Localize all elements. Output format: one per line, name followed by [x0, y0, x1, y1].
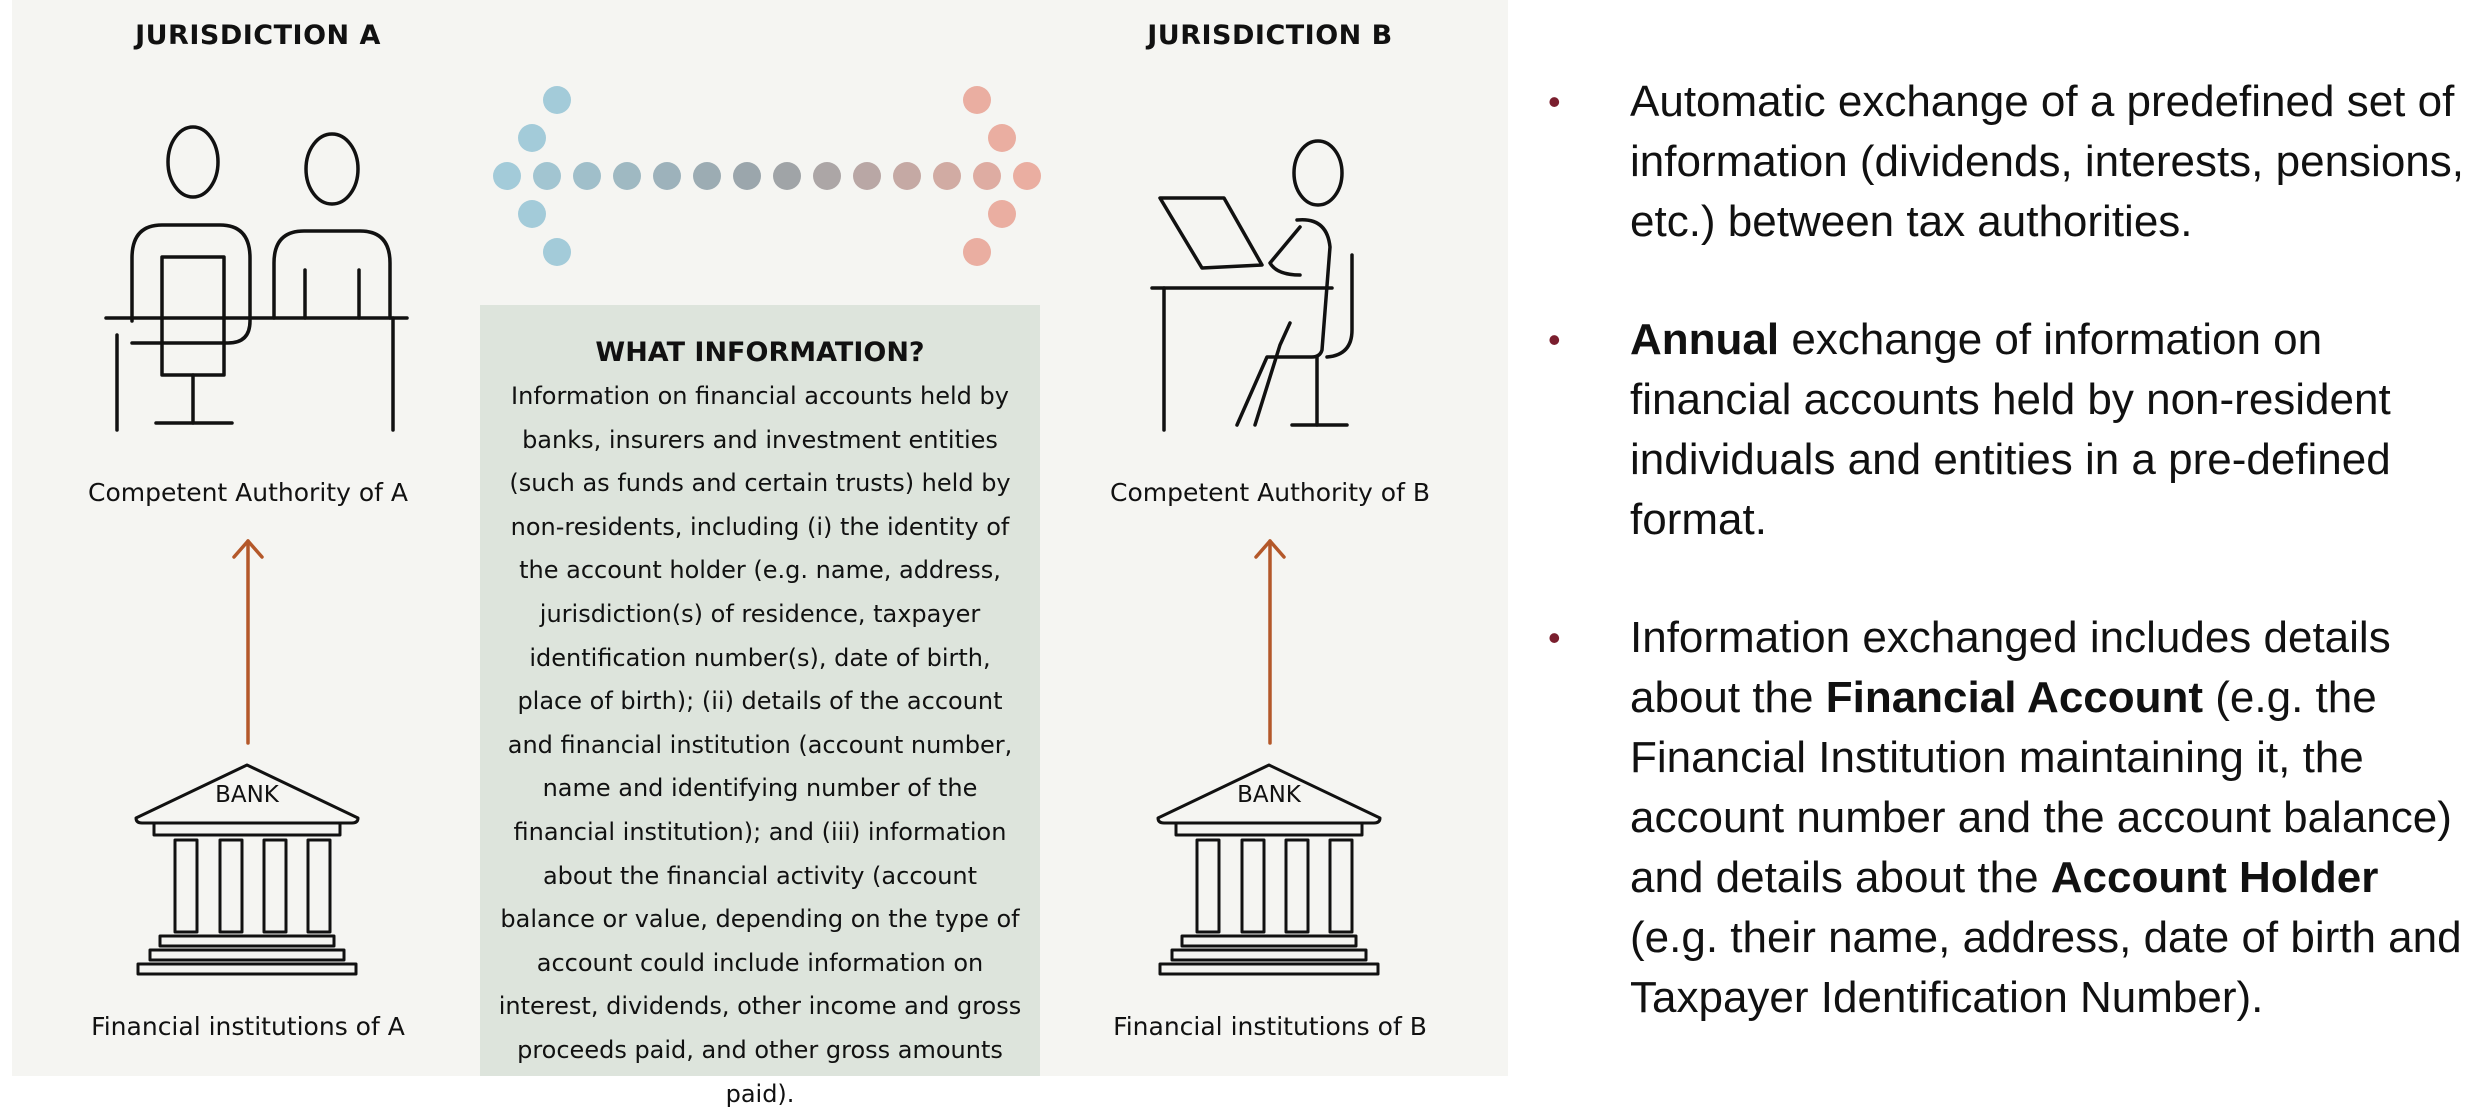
- bullet-item: • Annual exchange of information on finan…: [1548, 310, 2468, 550]
- financial-institutions-a-label: Financial institutions of A: [91, 1012, 405, 1041]
- bullet-text-part: exchange of information on financial acc…: [1630, 315, 2391, 544]
- financial-institutions-b-label: Financial institutions of B: [1113, 1012, 1427, 1041]
- bank-building-icon: [134, 763, 360, 976]
- competent-authority-a-label: Competent Authority of A: [88, 478, 408, 507]
- bullet-item: • Information exchanged includes details …: [1548, 608, 2468, 1028]
- double-dotted-arrow-icon: [493, 86, 1041, 266]
- jurisdiction-b-title: JURISDICTION B: [1147, 20, 1393, 51]
- bank-sign-a: BANK: [215, 782, 279, 808]
- info-text: Information on financial accounts held b…: [498, 382, 1022, 1108]
- arrow-dot: [693, 162, 721, 190]
- arrow-dot: [533, 162, 561, 190]
- arrow-dot: [813, 162, 841, 190]
- bullet-list: • Automatic exchange of a predefined set …: [1548, 72, 2468, 1086]
- bullet-dot-icon: •: [1548, 617, 1561, 658]
- bullet-text-part: (e.g. their name, address, date of birth…: [1630, 913, 2462, 1022]
- arrow-dot: [543, 86, 571, 114]
- bank-building-icon: [1156, 763, 1382, 976]
- arrow-dot: [973, 162, 1001, 190]
- bullet-text: Annual exchange of information on financ…: [1630, 315, 2391, 544]
- arrow-dot: [493, 162, 521, 190]
- two-officials-at-desk-icon: [104, 125, 409, 432]
- arrow-dot: [963, 86, 991, 114]
- bullet-dot-icon: •: [1548, 81, 1561, 122]
- arrow-dot: [853, 162, 881, 190]
- bullet-text-part: Financial Account: [1825, 673, 2204, 722]
- arrow-dot: [988, 124, 1016, 152]
- info-title: WHAT INFORMATION?: [595, 337, 925, 368]
- arrow-dot: [1013, 162, 1041, 190]
- jurisdiction-a-title: JURISDICTION A: [135, 20, 381, 51]
- bullet-text-part: Information exchanged includes details a…: [1630, 613, 2391, 722]
- up-arrow-icon: [1254, 539, 1286, 745]
- arrow-dot: [893, 162, 921, 190]
- arrow-dot: [988, 200, 1016, 228]
- competent-authority-b-label: Competent Authority of B: [1110, 478, 1430, 507]
- arrow-dot: [933, 162, 961, 190]
- what-information-box: WHAT INFORMATION? Information on financi…: [480, 305, 1040, 1108]
- bullet-text-part: Automatic exchange of a predefined set o…: [1630, 77, 2464, 246]
- bullet-text-part: (e.g. the Financial Institution maintain…: [1630, 673, 2452, 902]
- up-arrow-icon: [232, 539, 264, 745]
- bank-sign-b: BANK: [1237, 782, 1301, 808]
- arrow-dot: [963, 238, 991, 266]
- bullet-text: Information exchanged includes details a…: [1630, 613, 2462, 1022]
- arrow-dot: [653, 162, 681, 190]
- arrow-dot: [613, 162, 641, 190]
- bullet-text-part: Annual: [1630, 315, 1780, 364]
- bullet-dot-icon: •: [1548, 319, 1561, 360]
- arrow-dot: [733, 162, 761, 190]
- bullet-item: • Automatic exchange of a predefined set …: [1548, 72, 2468, 252]
- bullet-text-part: Account Holder: [2050, 853, 2379, 902]
- person-at-laptop-icon: [1150, 139, 1354, 432]
- arrow-dot: [518, 200, 546, 228]
- arrow-dot: [573, 162, 601, 190]
- arrow-dot: [773, 162, 801, 190]
- exchange-diagram: JURISDICTION A JURISDICTION B: [12, 0, 1508, 1108]
- arrow-dot: [518, 124, 546, 152]
- bullet-text: Automatic exchange of a predefined set o…: [1630, 77, 2464, 246]
- arrow-dot: [543, 238, 571, 266]
